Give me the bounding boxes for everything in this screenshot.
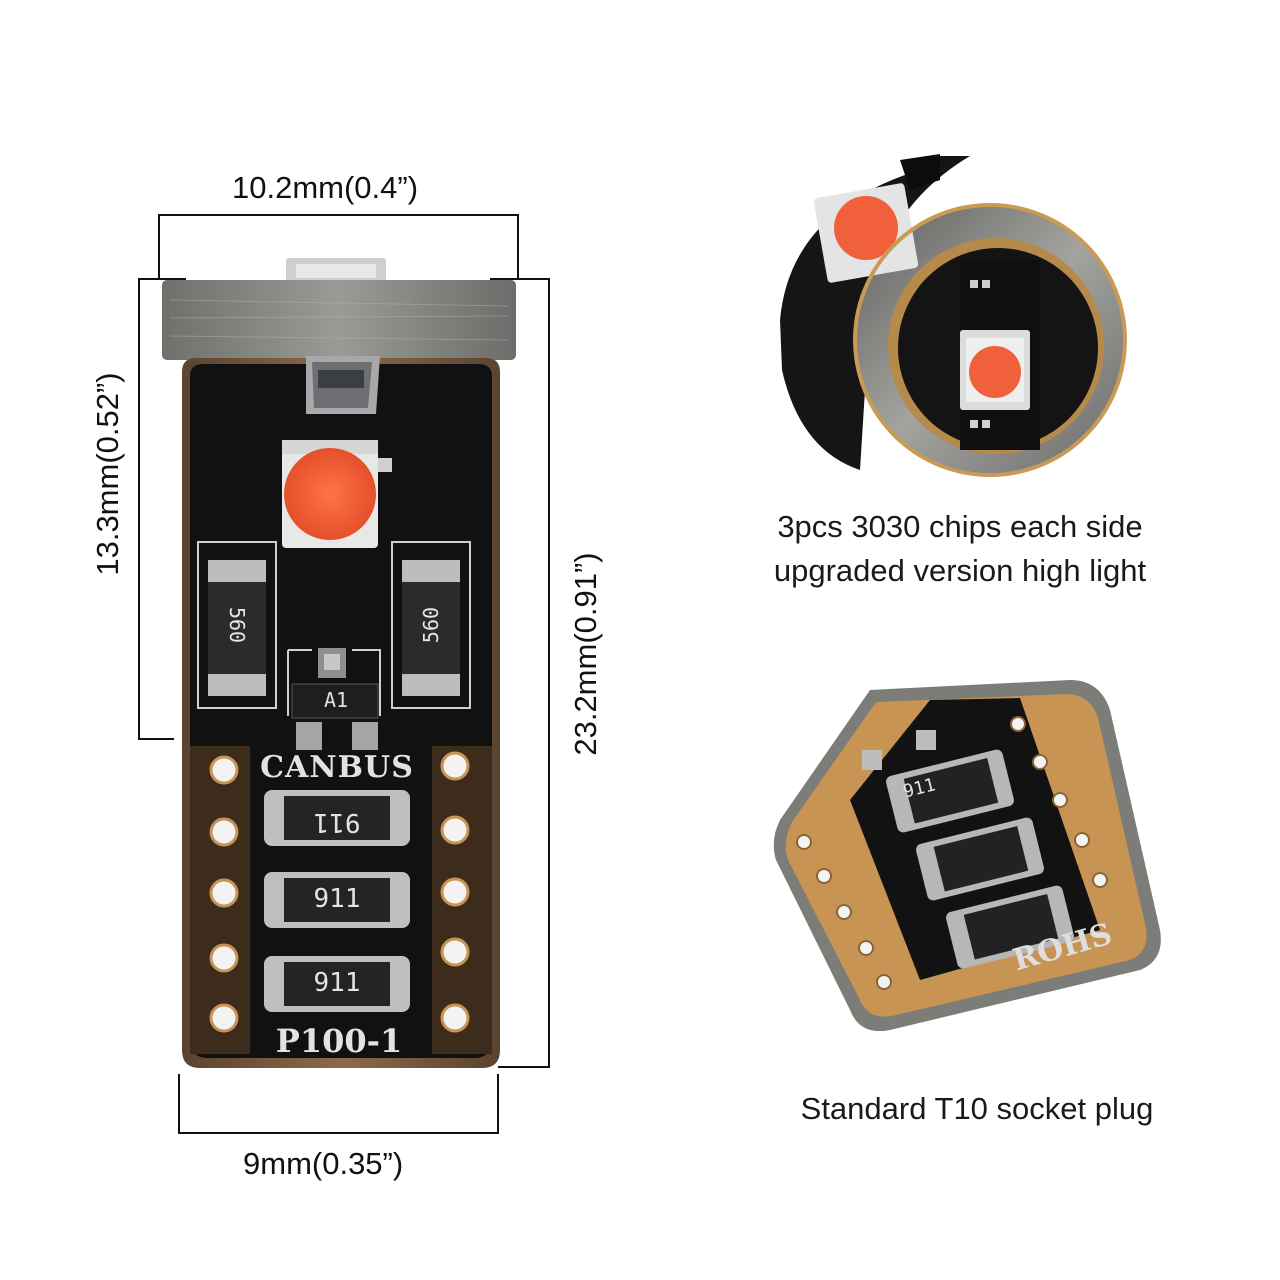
transistor-body	[291, 683, 379, 719]
upper-height-top-tick	[138, 278, 186, 280]
total-height-label: 23.2mm(0.91”)	[568, 552, 603, 756]
right-resistor-outline	[391, 541, 471, 709]
resistor-3-code: 911	[313, 968, 361, 998]
caption-chips-line-1: 3pcs 3030 chips each side	[777, 509, 1143, 544]
right-pin-holes	[440, 751, 470, 1033]
bottom-width-bracket-right	[497, 1074, 499, 1134]
upper-height-label: 13.3mm(0.52”)	[90, 372, 125, 576]
resistor-1-code: 911	[313, 807, 361, 837]
bottom-width-bracket-left	[178, 1074, 180, 1134]
top-width-bracket-right	[517, 214, 519, 280]
total-height-bar	[548, 278, 550, 1068]
right-resistor-code: 560	[419, 606, 443, 644]
total-height-top-tick	[490, 278, 550, 280]
resistor-2-code: 911	[313, 884, 361, 914]
socket-plug-detail-photo	[773, 680, 1161, 1032]
top-width-bracket-bar	[158, 214, 519, 216]
model-silkscreen: P100-1	[275, 1022, 403, 1060]
caption-chips-line-2: upgraded version high light	[773, 553, 1147, 588]
bottom-width-label: 9mm(0.35”)	[243, 1146, 404, 1181]
transistor-code: A1	[323, 688, 349, 712]
upper-height-bottom-tick	[138, 738, 174, 740]
top-width-label: 10.2mm(0.4”)	[232, 170, 419, 205]
led-bulb-front-view	[162, 258, 516, 1068]
transistor-outline	[287, 649, 381, 716]
left-pin-holes	[209, 755, 239, 1033]
bottom-width-bracket-bar	[178, 1132, 499, 1134]
upper-height-bar	[138, 278, 140, 740]
left-resistor-outline	[197, 541, 277, 709]
total-height-bottom-tick	[498, 1066, 550, 1068]
top-width-bracket-left	[158, 214, 160, 280]
left-resistor-code: 560	[225, 606, 249, 644]
caption-socket-plug: Standard T10 socket plug	[800, 1091, 1154, 1126]
led-end-view-photo	[780, 154, 1127, 477]
aluminium-head	[162, 280, 516, 360]
canbus-silkscreen: CANBUS	[260, 750, 414, 785]
